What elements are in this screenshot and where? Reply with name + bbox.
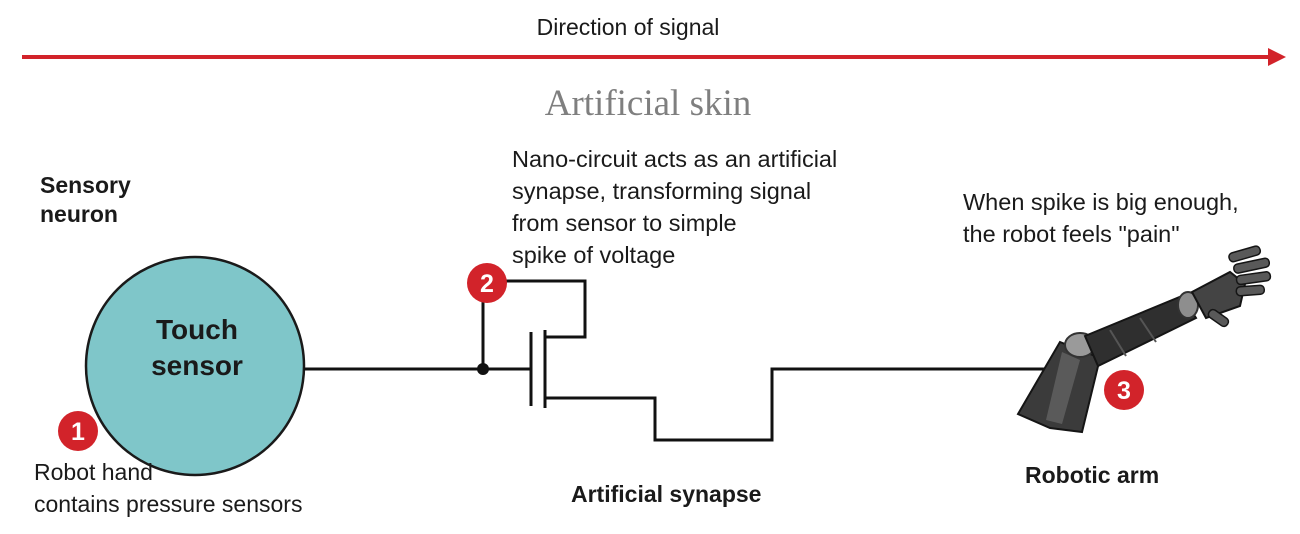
step-number-1: 1: [71, 418, 85, 446]
sensory-neuron-line2: neuron: [40, 201, 118, 227]
touch-sensor-label: Touch sensor: [92, 312, 302, 384]
artificial-synapse-label: Artificial synapse: [571, 481, 762, 507]
diagram-title: Artificial skin: [544, 83, 752, 124]
step-badge-3: 3: [1104, 370, 1144, 410]
direction-arrow: [22, 48, 1286, 66]
step-number-3: 3: [1117, 377, 1131, 405]
step-1-line1: Robot hand: [34, 459, 153, 485]
step-2-line4: spike of voltage: [512, 242, 676, 268]
step-2-line1: Nano-circuit acts as an artificial: [512, 146, 838, 172]
junction-dot: [477, 363, 489, 375]
touch-sensor-line1: Touch: [156, 314, 238, 345]
step-1-line2: contains pressure sensors: [34, 491, 303, 517]
robotic-arm-label: Robotic arm: [1025, 462, 1160, 488]
touch-sensor-circle: [84, 255, 306, 477]
step-3-caption: When spike is big enough, the robot feel…: [963, 186, 1239, 250]
step-number-2: 2: [480, 270, 494, 298]
step-1-caption: Robot hand contains pressure sensors: [34, 456, 302, 520]
step-badge-1: 1: [58, 411, 98, 451]
step-3-line2: the robot feels "pain": [963, 221, 1180, 247]
direction-label: Direction of signal: [536, 14, 720, 40]
step-2-caption: Nano-circuit acts as an artificial synap…: [512, 143, 837, 271]
sensory-neuron-line1: Sensory: [40, 172, 131, 198]
step-2-line2: synapse, transforming signal: [512, 178, 812, 204]
step-2-line3: from sensor to simple: [512, 210, 737, 236]
step-3-line1: When spike is big enough,: [963, 189, 1239, 215]
sensory-neuron-label: Sensory neuron: [40, 171, 131, 229]
touch-sensor-line2: sensor: [151, 350, 243, 381]
step-badge-2: 2: [467, 263, 507, 303]
robotic-arm-illustration: [1016, 245, 1272, 434]
synapse-circuit: [304, 279, 1048, 442]
